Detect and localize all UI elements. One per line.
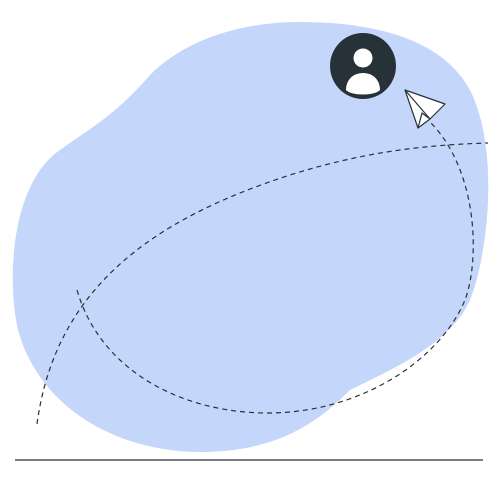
plane-wing	[417, 112, 431, 129]
plane-fold	[404, 89, 431, 120]
avatar-head	[353, 48, 373, 68]
paper-plane-icon	[404, 89, 446, 129]
avatar-shoulders	[346, 73, 380, 95]
dashed-path-arc	[36, 142, 489, 425]
dashed-path-loop	[76, 121, 474, 414]
background-blob	[12, 22, 489, 452]
user-avatar-icon	[330, 33, 396, 99]
